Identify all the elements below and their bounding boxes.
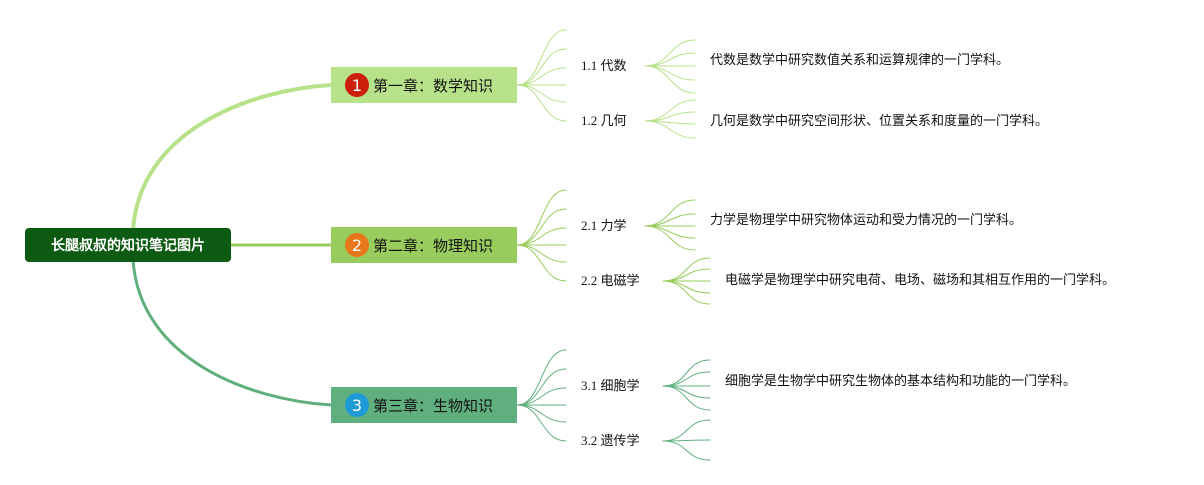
- cytology-fan-line-1: [662, 371, 711, 387]
- chapter1-fan-line-1: [516, 48, 567, 86]
- chapter3-fan-line-1: [516, 368, 567, 406]
- chapter3-fan-line-4: [516, 404, 567, 423]
- electromagnetism-fan-line-3: [662, 280, 711, 294]
- chapter1-fan-line-5: [516, 84, 567, 122]
- root-label: 长腿叔叔的知识笔记图片: [51, 238, 205, 254]
- chapter-label: 第三章：生物知识: [373, 396, 494, 415]
- geometry-fan-line-3: [644, 120, 696, 139]
- chapter2-fan-line-1: [516, 208, 567, 246]
- description-cytology[interactable]: 细胞学是生物学中研究生物体的基本结构和功能的一门学科。: [725, 374, 1077, 389]
- chapter1-fan-line-4: [516, 84, 567, 103]
- description-electromagnetism[interactable]: 电磁学是物理学中研究电荷、电场、磁场和其相互作用的一门学科。: [725, 273, 1116, 288]
- chapter-number-badge: 3: [345, 393, 369, 417]
- genetics-fan-line-2: [662, 440, 711, 461]
- description-mechanics[interactable]: 力学是物理学中研究物体运动和受力情况的一门学科。: [710, 213, 1023, 228]
- chapter1-fan-line-0: [516, 29, 567, 86]
- mechanics-fan-line-3: [644, 225, 696, 239]
- cytology-fan-line-0: [662, 359, 711, 387]
- mechanics-fan-line-1: [644, 213, 696, 227]
- mechanics-fan-line-0: [644, 199, 696, 227]
- cytology-fan-line-4: [662, 385, 711, 411]
- section-node-electromagnetism[interactable]: 2.2 电磁学: [581, 273, 640, 288]
- section-node-cytology[interactable]: 3.1 细胞学: [581, 378, 640, 393]
- chapter-node-physics[interactable]: 2 第二章：物理知识: [331, 227, 517, 263]
- algebra-fan-line-1: [644, 52, 696, 67]
- mechanics-fan-line-4: [644, 225, 696, 251]
- root-to-chapter3-line: [131, 258, 333, 407]
- algebra-fan-line-3: [644, 65, 696, 81]
- description-geometry[interactable]: 几何是数学中研究空间形状、位置关系和度量的一门学科。: [710, 114, 1049, 129]
- chapter-label: 第一章：数学知识: [373, 76, 494, 95]
- chapter2-fan-line-5: [516, 244, 567, 282]
- chapter3-fan-line-0: [516, 349, 567, 406]
- chapter-node-biology[interactable]: 3 第三章：生物知识: [331, 387, 517, 423]
- section-node-algebra[interactable]: 1.1 代数: [581, 58, 627, 73]
- genetics-fan-line-0: [662, 419, 711, 442]
- description-algebra[interactable]: 代数是数学中研究数值关系和运算规律的一门学科。: [710, 53, 1010, 68]
- geometry-fan-line-1: [644, 111, 696, 122]
- chapter-node-math[interactable]: 1 第一章：数学知识: [331, 67, 517, 103]
- section-node-genetics[interactable]: 3.2 遗传学: [581, 433, 640, 448]
- chapter-number-badge: 1: [345, 73, 369, 97]
- chapter2-fan-line-0: [516, 189, 567, 246]
- algebra-fan-line-4: [644, 65, 696, 94]
- cytology-fan-line-3: [662, 385, 711, 399]
- chapter-number-badge: 2: [345, 233, 369, 257]
- chapter-label: 第二章：物理知识: [373, 236, 494, 255]
- root-node[interactable]: 长腿叔叔的知识笔记图片: [25, 228, 231, 262]
- electromagnetism-fan-line-4: [662, 280, 711, 305]
- section-node-geometry[interactable]: 1.2 几何: [581, 113, 627, 128]
- chapter2-fan-line-4: [516, 244, 567, 263]
- electromagnetism-fan-line-1: [662, 268, 711, 282]
- chapter3-fan-line-5: [516, 404, 567, 442]
- chapter2-fan-line-2: [516, 227, 567, 246]
- chapter1-fan-line-2: [516, 67, 567, 86]
- geometry-fan-line-0: [644, 99, 696, 122]
- chapter3-fan-line-2: [516, 387, 567, 406]
- root-to-chapter1-line: [131, 83, 333, 232]
- section-node-mechanics[interactable]: 2.1 力学: [581, 218, 627, 233]
